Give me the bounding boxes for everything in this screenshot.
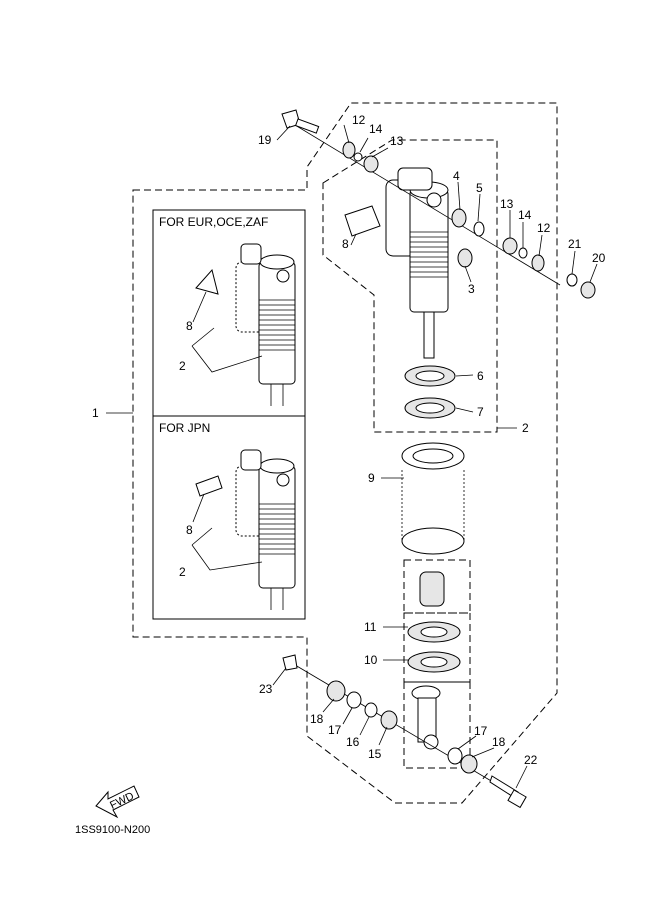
callout-12-top-left: 12 (352, 113, 366, 127)
eur-box-title: FOR EUR,OCE,ZAF (159, 215, 268, 229)
callout-4: 4 (453, 169, 460, 183)
callout-22: 22 (524, 753, 538, 767)
callout-14-top-left: 14 (369, 122, 383, 136)
assembly-2-outline (322, 139, 498, 433)
spring-drawing (401, 442, 465, 555)
spring-seat-collars (407, 621, 461, 673)
callout-5: 5 (476, 181, 483, 195)
callout-14-top-right: 14 (518, 208, 532, 222)
callout-2-jpn: 2 (179, 565, 186, 579)
callout-8-jpn: 8 (186, 523, 193, 537)
callout-13-top-left: 13 (390, 134, 404, 148)
assembly-lower-outline (403, 559, 471, 614)
jpn-box-title: FOR JPN (159, 421, 210, 435)
callout-1: 1 (92, 406, 99, 420)
callout-20: 20 (592, 251, 606, 265)
callout-19: 19 (258, 133, 272, 147)
assembly-lower-clevis-outline (403, 681, 471, 769)
variant-box-jpn (152, 415, 306, 620)
lower-clevis-drawing (411, 685, 441, 750)
callout-8-main: 8 (342, 237, 349, 251)
callout-16: 16 (346, 735, 360, 749)
callout-10: 10 (364, 653, 378, 667)
adjuster-rings (404, 365, 456, 419)
callout-2-main: 2 (522, 421, 529, 435)
callout-17-left: 17 (328, 723, 342, 737)
callout-23: 23 (259, 682, 273, 696)
callout-8-eur: 8 (186, 319, 193, 333)
callout-7: 7 (477, 405, 484, 419)
callout-11: 11 (364, 620, 377, 634)
callout-17-right: 17 (474, 724, 488, 738)
diagram-code: 1SS9100-N200 (75, 824, 150, 836)
callout-18-right: 18 (492, 735, 506, 749)
callout-labels: 1 2 2 2 3 4 5 6 7 8 8 8 9 10 11 12 12 13… (92, 113, 606, 767)
callout-12-top-right: 12 (537, 221, 551, 235)
shock-absorber-main-drawing (344, 167, 449, 359)
leader-lines (106, 124, 598, 789)
callout-21: 21 (568, 237, 582, 251)
callout-6: 6 (477, 369, 484, 383)
callout-13-top-right: 13 (500, 197, 514, 211)
lower-mount-hardware (282, 654, 527, 809)
fwd-label: FWD (108, 790, 136, 812)
top-mount-hardware (281, 109, 596, 299)
assembly-1-outline (132, 102, 558, 804)
shock-absorber-eur-drawing (195, 243, 296, 406)
callout-2-eur: 2 (179, 359, 186, 373)
callout-18-left: 18 (310, 712, 324, 726)
callout-3: 3 (468, 282, 475, 296)
callout-9: 9 (368, 471, 375, 485)
shock-absorber-jpn-drawing (195, 449, 296, 610)
fwd-arrow-icon: FWD (95, 785, 140, 819)
bump-stop-drawing (419, 571, 445, 607)
callout-15: 15 (368, 747, 382, 761)
